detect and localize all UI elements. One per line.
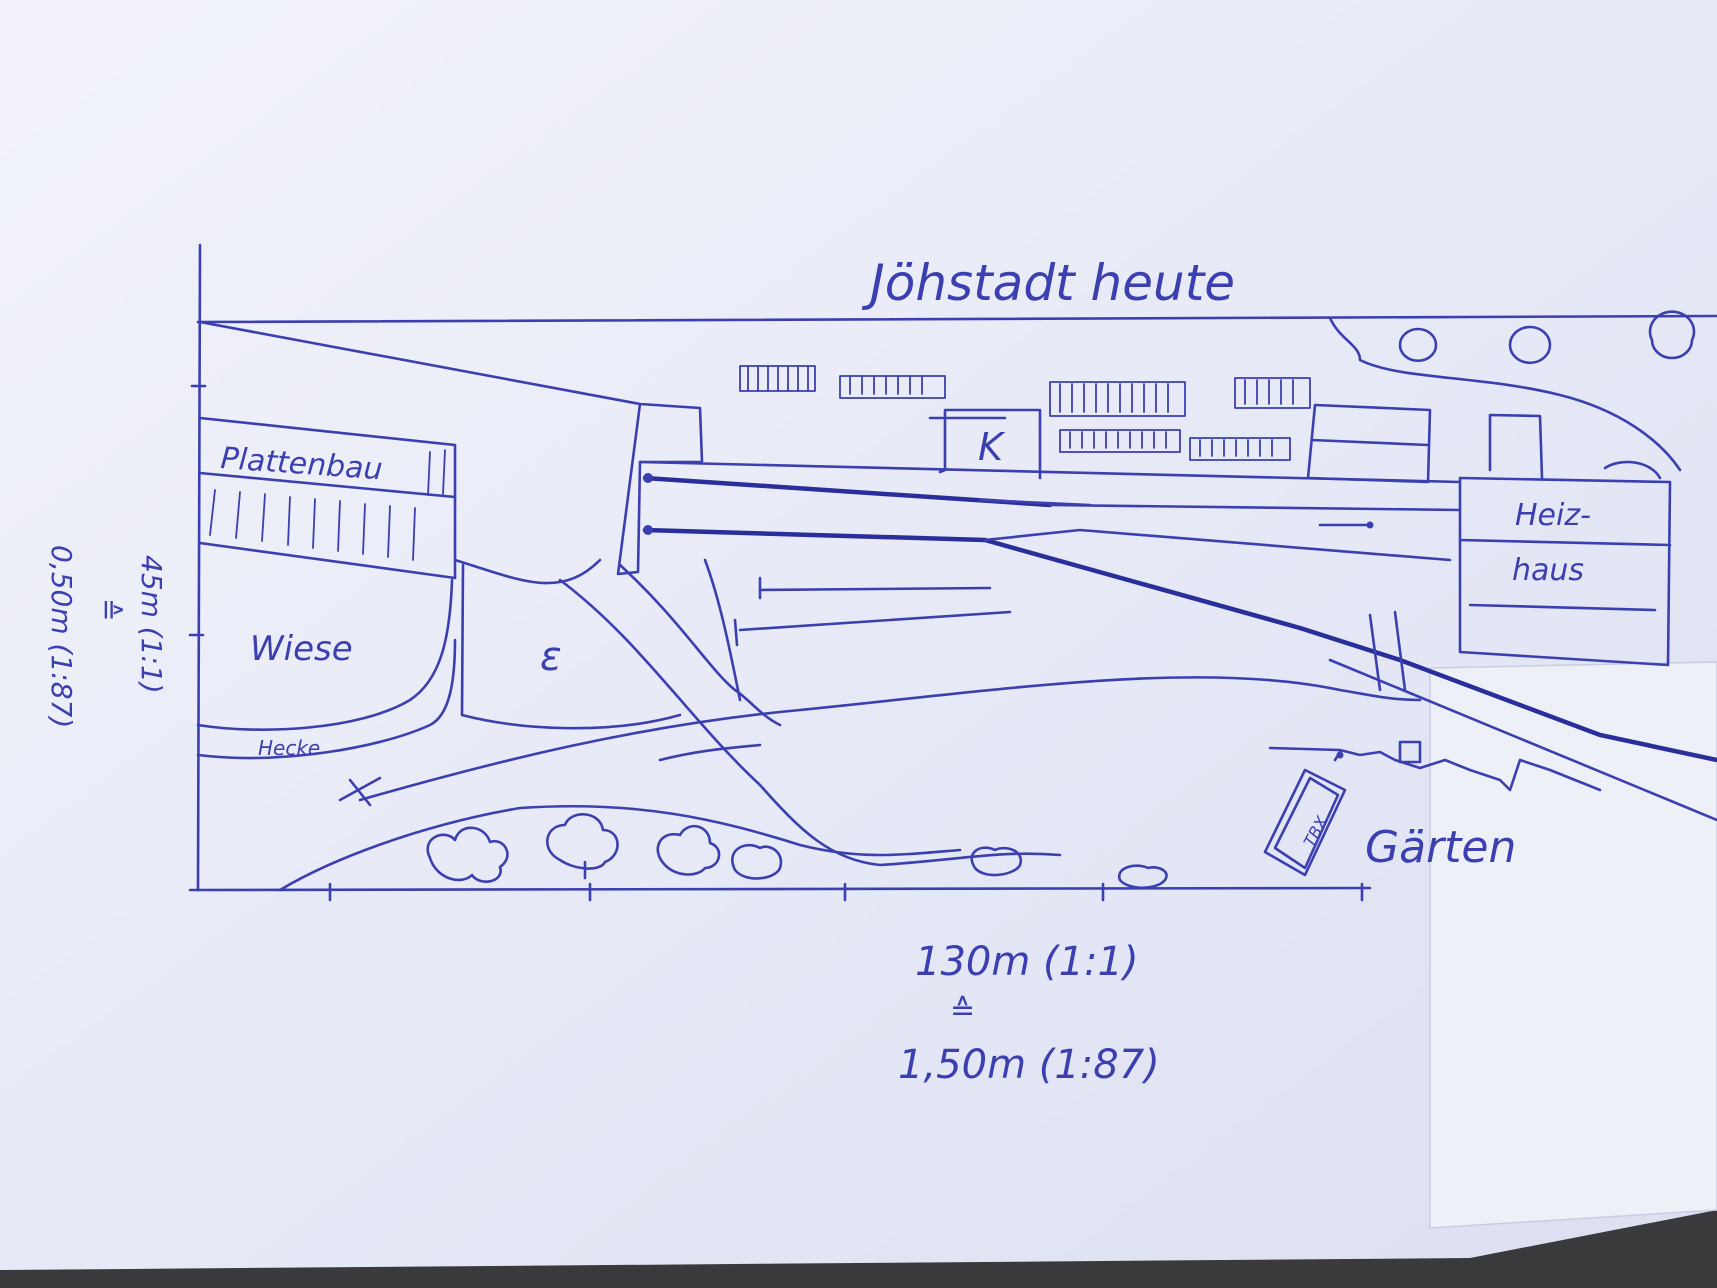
plan-title: Jöhstadt heute xyxy=(861,254,1235,312)
gaerten-area xyxy=(1268,740,1602,792)
wiese-label: Wiese xyxy=(250,629,353,669)
heizhaus-label-line1: Heiz- xyxy=(1515,498,1591,533)
hecke-label: Hecke xyxy=(258,736,320,760)
k-building-label: K xyxy=(978,425,1006,469)
width-scale-model: 1,50m (1:87) xyxy=(898,1042,1160,1088)
heizhaus xyxy=(1458,413,1672,667)
small-shed xyxy=(1306,403,1432,484)
top-right-vegetation xyxy=(1328,310,1696,472)
width-scale-equiv: ≙ xyxy=(950,993,975,1028)
k-building xyxy=(928,408,1042,480)
tbx-hut xyxy=(1263,768,1347,877)
slope-line xyxy=(198,320,642,406)
height-scale-model: 0,50m (1:87) xyxy=(45,545,78,728)
plan-frame xyxy=(188,243,1717,902)
tracks xyxy=(642,473,1717,822)
height-scale-real: 45m (1:1) xyxy=(135,555,168,694)
paths xyxy=(278,558,1422,892)
plattenbau-building xyxy=(198,416,457,580)
wiese-area xyxy=(196,563,682,760)
height-scale: 45m (1:1) ≙ 0,50m (1:87) xyxy=(45,545,168,728)
paper-flap xyxy=(1429,661,1717,1229)
wagons xyxy=(739,365,1311,461)
meadow-symbol: ε xyxy=(540,634,562,680)
bottom-trees xyxy=(426,813,1168,890)
height-scale-equiv: ≙ xyxy=(93,598,126,621)
width-scale-real: 130m (1:1) xyxy=(915,939,1139,985)
heizhaus-label-line2: haus xyxy=(1512,553,1584,588)
width-scale: 130m (1:1) ≙ 1,50m (1:87) xyxy=(898,939,1160,1088)
gaerten-label: Gärten xyxy=(1365,822,1516,873)
